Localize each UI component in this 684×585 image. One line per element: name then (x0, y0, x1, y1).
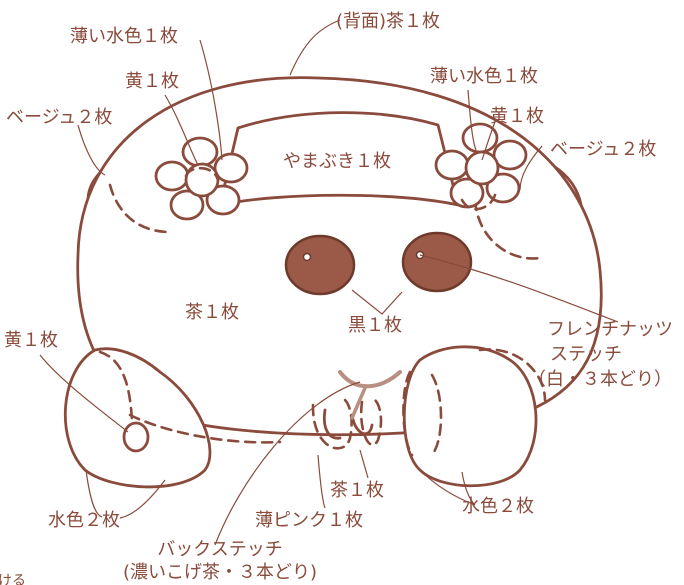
label-french-knot-2: ステッチ (550, 344, 622, 365)
left-eye-highlight (302, 252, 312, 262)
label-light-blue-left: 薄い水色１枚 (70, 26, 178, 47)
lead-beige-right (519, 145, 543, 191)
left-front-foot-toe (122, 421, 150, 453)
left-foot-hidden-line (98, 350, 134, 422)
lead-yellow-left-bottom (39, 354, 129, 433)
label-blue-left: 水色２枚 (48, 510, 120, 531)
mouth-backstitch-stem (350, 386, 367, 420)
label-back: (背面)茶１枚 (336, 11, 441, 32)
right-front-foot (402, 345, 538, 488)
label-yellow-left-top: 黄１枚 (125, 71, 179, 92)
label-light-pink: 薄ピンク１枚 (255, 510, 363, 531)
label-yellow-left-bottom: 黄１枚 (4, 330, 58, 351)
label-french-knot-1: フレンチナッツ (547, 319, 673, 340)
label-beige-right: ベージュ２枚 (550, 139, 657, 160)
right-rear-dash (478, 348, 547, 402)
lead-beige-left (77, 124, 106, 176)
lead-light-blue-right (467, 89, 477, 151)
lead-light-pink (317, 454, 326, 509)
lead-french-knot (419, 254, 619, 323)
lead-yellow-right-top (481, 121, 496, 161)
left-flower (154, 136, 249, 221)
label-backstitch-2: (濃いこげ茶・３本どり) (122, 562, 318, 583)
right-eye (401, 231, 473, 293)
center-right-paw (359, 398, 383, 447)
label-beige-left: ベージュ２枚 (6, 107, 113, 128)
center-left-paw (311, 398, 353, 450)
label-blue-right: 水色２枚 (462, 496, 534, 517)
mouth-backstitch (338, 370, 402, 389)
right-paw-hidden-2 (430, 373, 443, 457)
right-paw-hidden (402, 370, 414, 457)
right-ear-hidden-line (473, 198, 542, 260)
lead-backstitch (214, 381, 361, 546)
label-headband: やまぶき１枚 (283, 151, 391, 172)
center-inner-left (322, 408, 342, 440)
center-inner-right (350, 413, 374, 436)
lead-back (289, 19, 341, 76)
label-cut-text: ける (0, 573, 26, 585)
right-flower (434, 122, 528, 211)
lead-blue-left (85, 469, 103, 518)
label-nose-brown: 茶１枚 (330, 480, 384, 501)
label-backstitch-1: バックステッチ (157, 539, 283, 560)
label-yellow-right-top: 黄１枚 (490, 106, 544, 127)
lead-nose-brown (359, 449, 369, 479)
label-nose: 黒１枚 (348, 315, 402, 336)
belly-left-dash (128, 413, 282, 444)
left-ear-hidden-line (108, 183, 172, 234)
lead-blue-right-2 (461, 471, 476, 506)
lead-light-blue-left (199, 39, 223, 161)
lead-blue-right (419, 469, 476, 506)
left-eye (284, 234, 356, 296)
label-french-knot-3: （白・３本どり） (528, 369, 672, 390)
label-body: 茶１枚 (185, 302, 239, 323)
nose-lead (351, 289, 403, 315)
label-light-blue-right: 薄い水色１枚 (430, 66, 538, 87)
lead-yellow-left-top (164, 94, 199, 166)
lead-blue-left-2 (119, 479, 166, 519)
